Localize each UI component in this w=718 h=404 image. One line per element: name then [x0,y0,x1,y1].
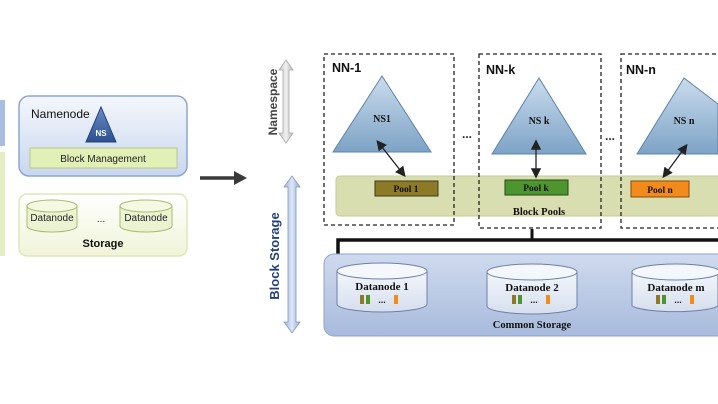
nn-n-box [620,53,718,229]
nn-ellipsis-2: ... [605,129,615,143]
pool-n-box [630,180,690,198]
datanode-m-dots: ... [674,295,682,305]
datanode-1-label: Datanode 1 [355,281,408,293]
datanode-right-label: Datanode [124,213,168,224]
transition-arrow-icon [234,171,247,185]
datanode-m-label: Datanode m [647,282,704,294]
nn-1-title: NN-1 [332,61,361,75]
datanode-m-cylinder [631,263,718,313]
datanode-right-cylinder [119,199,173,233]
storage-label: Storage [83,238,124,250]
datanode-left-cylinder [26,199,78,233]
block-pools-label: Block Pools [513,207,565,218]
nsn-triangle-icon [636,77,718,155]
namenode-label: Namenode [31,107,90,121]
datanode-left-label: Datanode [30,213,74,224]
ns-label: NS [95,129,107,138]
nn-ellipsis-1: ... [462,127,472,141]
datanode-1-blocks [360,295,398,304]
pool-k-label: Pool k [523,184,549,194]
namespace-axis-label: Namespace [266,68,280,135]
block-storage-axis-label: Block Storage [267,212,282,299]
ns1-label: NS1 [373,114,391,125]
datanode-1-dots: ... [378,295,386,305]
nnn-pool-link-arrow [662,143,688,179]
nn-n-title: NN-n [626,63,656,77]
nn-1-box [323,53,455,226]
nsn-label: NS n [674,116,695,127]
pool-1-box [374,180,439,197]
namespace-axis-arrow [278,59,294,144]
datanode-2-cylinder [486,263,578,315]
datanode-1-cylinder [336,262,428,313]
nn-k-title: NN-k [486,63,515,77]
nsk-label: NS k [529,116,550,127]
block-management-bar [29,147,178,169]
nn-k-box [478,53,602,229]
pool-1-label: Pool 1 [393,185,418,195]
common-storage-label: Common Storage [493,320,572,331]
datanode-2-dots: ... [530,295,538,305]
left-edge-green-arrow [0,152,5,256]
block-storage-axis-arrow [283,175,301,334]
datanode-2-blocks [512,295,550,304]
left-edge-blue-arrow [0,100,5,146]
pool-n-label: Pool n [647,186,673,196]
left-datanode-ellipsis: ... [97,214,105,225]
nn1-pool-link-arrow [376,139,406,178]
datanode-2-label: Datanode 2 [505,282,559,294]
ns-triangle-icon [85,105,117,143]
pool-bracket-line [336,238,718,258]
block-management-label: Block Management [60,154,146,165]
pool-k-box [504,179,569,196]
datanode-m-blocks [656,295,694,304]
